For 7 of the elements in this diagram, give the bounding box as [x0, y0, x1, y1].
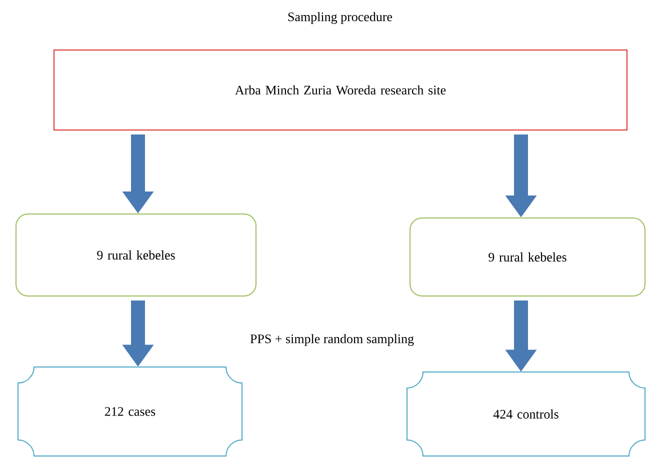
sample-box: 424 controls: [406, 372, 646, 456]
note: PPS + simple random sampling: [250, 334, 414, 346]
title: Sampling procedure: [288, 12, 392, 24]
kebele-box: 9 rural kebeles: [410, 218, 646, 296]
kebele-box: 9 rural kebeles: [16, 214, 256, 296]
site-box: Arba Minch Zuria Woreda research site: [54, 50, 628, 130]
sample-box: 212 cases: [18, 366, 242, 456]
